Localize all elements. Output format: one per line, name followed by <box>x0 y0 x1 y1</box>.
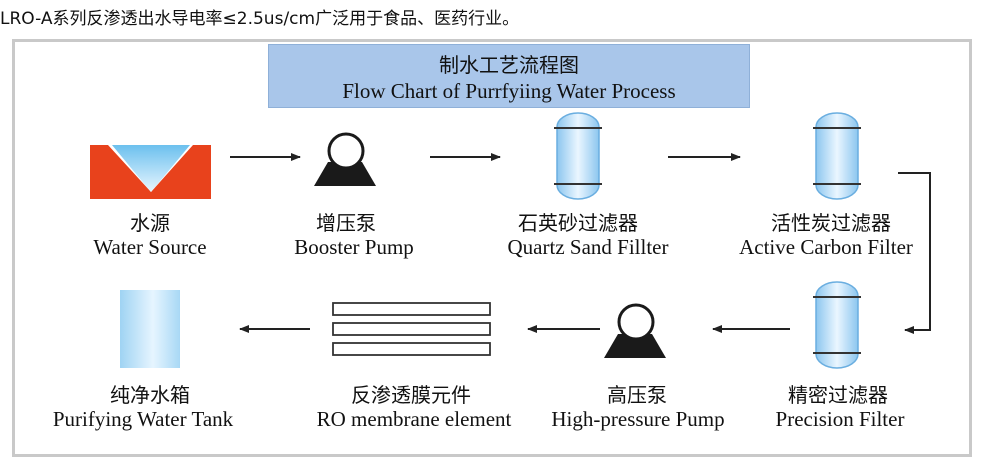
water-source-icon <box>90 145 211 199</box>
step-label-en: Booster Pump <box>294 235 414 259</box>
step-label-en: Precision Filter <box>775 407 905 431</box>
step-label-en: High-pressure Pump <box>551 407 725 431</box>
top-caption: LRO-A系列反渗透出水导电率≤2.5us/cm广泛用于食品、医药行业。 <box>0 9 520 29</box>
step-label-zh: 纯净水箱 <box>110 383 190 407</box>
filter-vessel-icon <box>554 112 602 200</box>
filter-vessel-icon <box>813 112 861 200</box>
step-label-zh: 活性炭过滤器 <box>771 211 891 235</box>
step-label-zh: 增压泵 <box>316 211 376 235</box>
step-label-en: Active Carbon Filter <box>739 235 913 259</box>
water-tank-icon <box>120 290 180 368</box>
membrane-element-icon <box>332 302 491 356</box>
title-zh: 制水工艺流程图 <box>439 53 579 77</box>
pump-icon <box>314 132 376 186</box>
step-label-zh: 水源 <box>130 211 170 235</box>
diagram-frame <box>12 39 972 457</box>
title-en: Flow Chart of Purrfyiing Water Process <box>342 79 676 103</box>
pump-icon <box>604 303 666 358</box>
filter-vessel-icon <box>813 281 861 369</box>
step-label-zh: 精密过滤器 <box>788 383 888 407</box>
step-label-en: Quartz Sand Fillter <box>507 235 669 259</box>
step-label-en: Purifying Water Tank <box>52 407 234 431</box>
step-label-zh: 高压泵 <box>607 383 667 407</box>
flow-arrow <box>898 172 931 334</box>
title-box: 制水工艺流程图 Flow Chart of Purrfyiing Water P… <box>268 44 750 108</box>
step-label-en: RO membrane element <box>316 407 512 431</box>
step-label-zh: 石英砂过滤器 <box>518 211 638 235</box>
step-label-zh: 反渗透膜元件 <box>351 383 471 407</box>
step-label-en: Water Source <box>93 235 207 259</box>
